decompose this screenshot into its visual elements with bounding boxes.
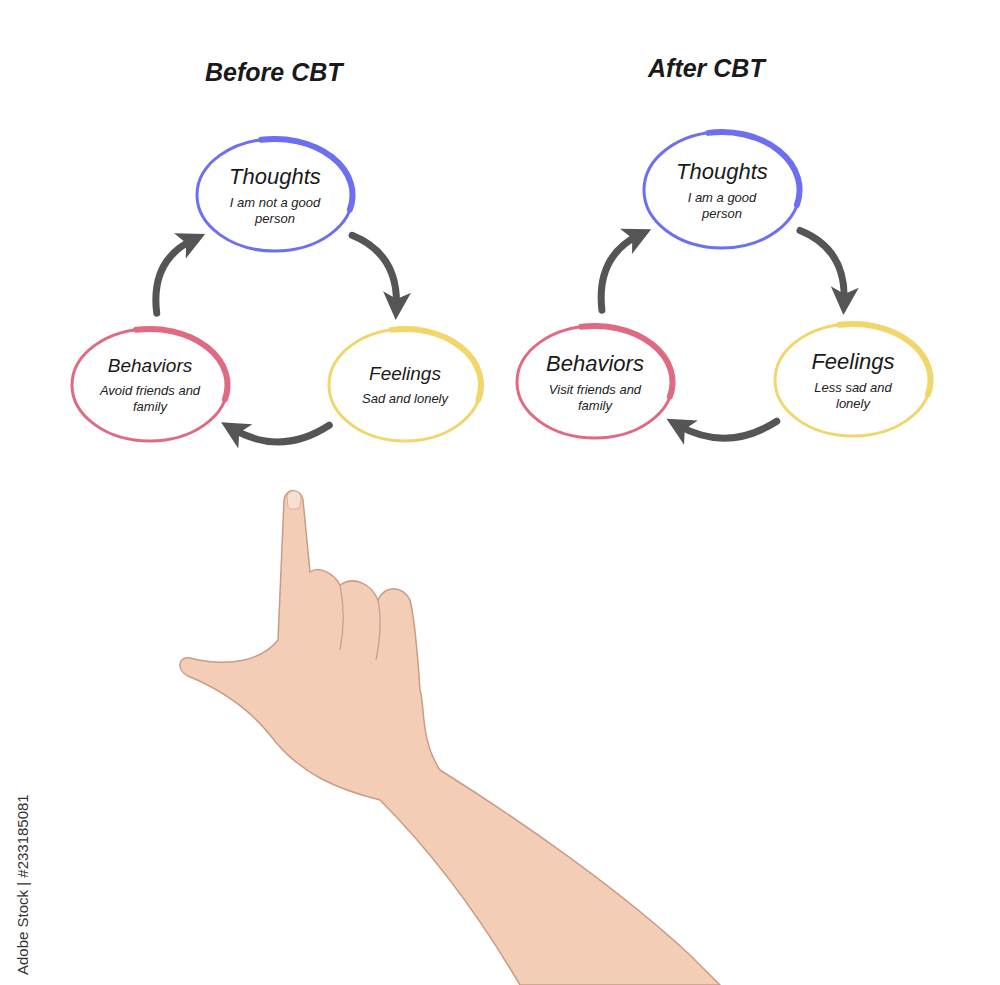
- cycle-ellipse: FeelingsLess sad and lonely: [771, 320, 935, 440]
- node-heading: Behaviors: [108, 355, 193, 377]
- node-text-group: BehaviorsVisit friends and family: [539, 351, 651, 413]
- cycle-arrow: [601, 235, 640, 311]
- node-body: Visit friends and family: [539, 382, 651, 413]
- ellipse-ring: [644, 132, 800, 248]
- finger-crease: [340, 585, 380, 660]
- cycle-ellipse: Thoughts I am a good person: [640, 128, 804, 252]
- ellipse-outline: [640, 128, 804, 252]
- ellipse-outline: [325, 325, 485, 445]
- cycle-arrow: [800, 230, 844, 302]
- node-text-group: FeelingsSad and lonely: [362, 363, 448, 406]
- ellipse-outline: [193, 135, 357, 255]
- node-heading: Thoughts: [676, 159, 768, 184]
- node-heading: Thoughts: [229, 164, 321, 189]
- cycle-ellipse: BehaviorsAvoid friends and family: [68, 325, 232, 445]
- cycle-arrow: [232, 425, 329, 442]
- cycle-title: After CBT: [648, 54, 765, 83]
- node-text-group: BehaviorsAvoid friends and family: [94, 355, 206, 414]
- cycle-arrow: [352, 235, 396, 307]
- node-heading: Feelings: [369, 363, 441, 385]
- watermark-text: Adobe Stock | #233185081: [14, 794, 31, 975]
- ellipse-ring: [72, 329, 228, 441]
- node-text-group: FeelingsLess sad and lonely: [797, 349, 909, 411]
- ellipse-ring: [329, 329, 481, 441]
- node-body: I am not a good person: [219, 195, 331, 226]
- node-heading: Behaviors: [546, 351, 644, 376]
- fingernail: [287, 491, 301, 509]
- cycle-ellipse: BehaviorsVisit friends and family: [513, 322, 677, 442]
- cycle-title: Before CBT: [205, 58, 343, 87]
- cycle-ellipse: Thoughts I am not a good person: [193, 135, 357, 255]
- cycle-arrow: [156, 239, 194, 313]
- cycle-arrow: [677, 421, 776, 438]
- node-body: Sad and lonely: [362, 391, 448, 407]
- node-body: Less sad and lonely: [797, 380, 909, 411]
- cycle-ellipse: FeelingsSad and lonely: [325, 325, 485, 445]
- ellipse-ring: [517, 326, 673, 438]
- ellipse-outline: [771, 320, 935, 440]
- ellipse-ring: [775, 324, 931, 436]
- node-heading: Feelings: [811, 349, 894, 374]
- hand-shape: [180, 491, 720, 985]
- node-body: Avoid friends and family: [94, 383, 206, 414]
- ellipse-outline: [513, 322, 677, 442]
- node-body: I am a good person: [666, 190, 778, 221]
- node-text-group: Thoughts I am not a good person: [219, 164, 331, 226]
- ellipse-ring: [197, 139, 353, 251]
- node-text-group: Thoughts I am a good person: [666, 159, 778, 221]
